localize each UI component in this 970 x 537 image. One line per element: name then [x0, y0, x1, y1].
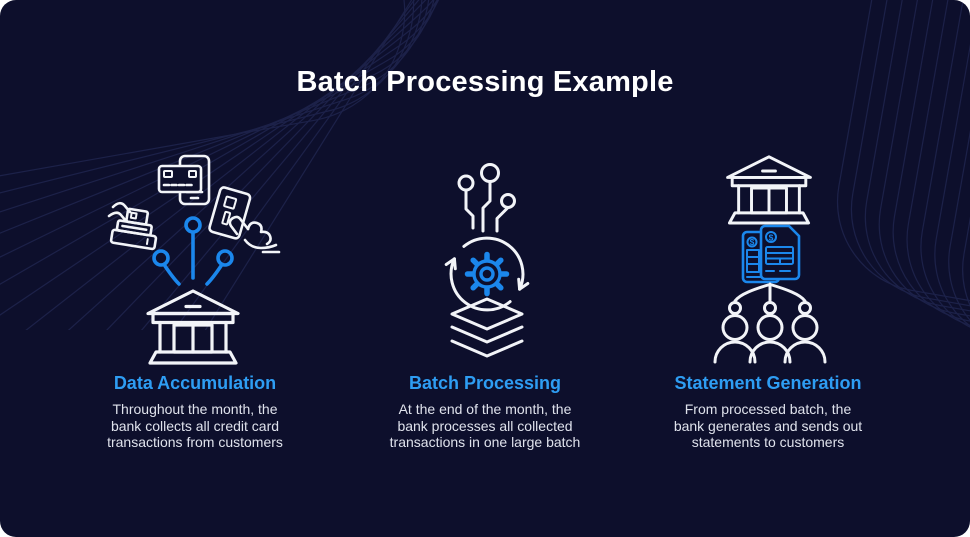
column-batch-processing: Batch Processing At the end of the month…: [350, 374, 620, 451]
hand-holding-card-icon: [208, 186, 281, 254]
column-data-accumulation: Data Accumulation Throughout the month, …: [60, 374, 330, 451]
column-statement-generation: Statement Generation From processed batc…: [633, 374, 903, 451]
statement-generation-illustration: $ $: [713, 155, 827, 364]
dollar-glyph: $: [750, 237, 755, 247]
batch-layers-icon: [450, 297, 524, 358]
circuit-nodes-icon: [457, 163, 516, 233]
customers-icon: [713, 314, 827, 364]
card-reader-phone-icon: [157, 154, 211, 206]
bank-icon: [726, 155, 812, 225]
batch-processing-illustration: [444, 163, 530, 358]
column-heading: Data Accumulation: [113, 373, 277, 393]
page-title: Batch Processing Example: [296, 66, 674, 98]
dollar-glyph: $: [769, 233, 774, 243]
column-heading: Batch Processing: [408, 373, 562, 393]
billing-statements-icon: $ $: [741, 224, 801, 284]
pos-card-swipe-icon: [107, 201, 158, 251]
column-description: Throughout the month, the bank collects …: [107, 401, 283, 450]
bank-icon: [146, 289, 240, 365]
data-accumulation-illustration: [107, 154, 281, 365]
sync-arrows-icon: [444, 236, 530, 312]
gear-icon: [464, 251, 510, 297]
column-description: At the end of the month, the bank proces…: [389, 401, 581, 450]
distribution-connector: [728, 282, 812, 315]
column-heading: Statement Generation: [674, 373, 862, 393]
column-description: From processed batch, the bank generates…: [673, 401, 863, 450]
merge-connector: [152, 216, 234, 286]
